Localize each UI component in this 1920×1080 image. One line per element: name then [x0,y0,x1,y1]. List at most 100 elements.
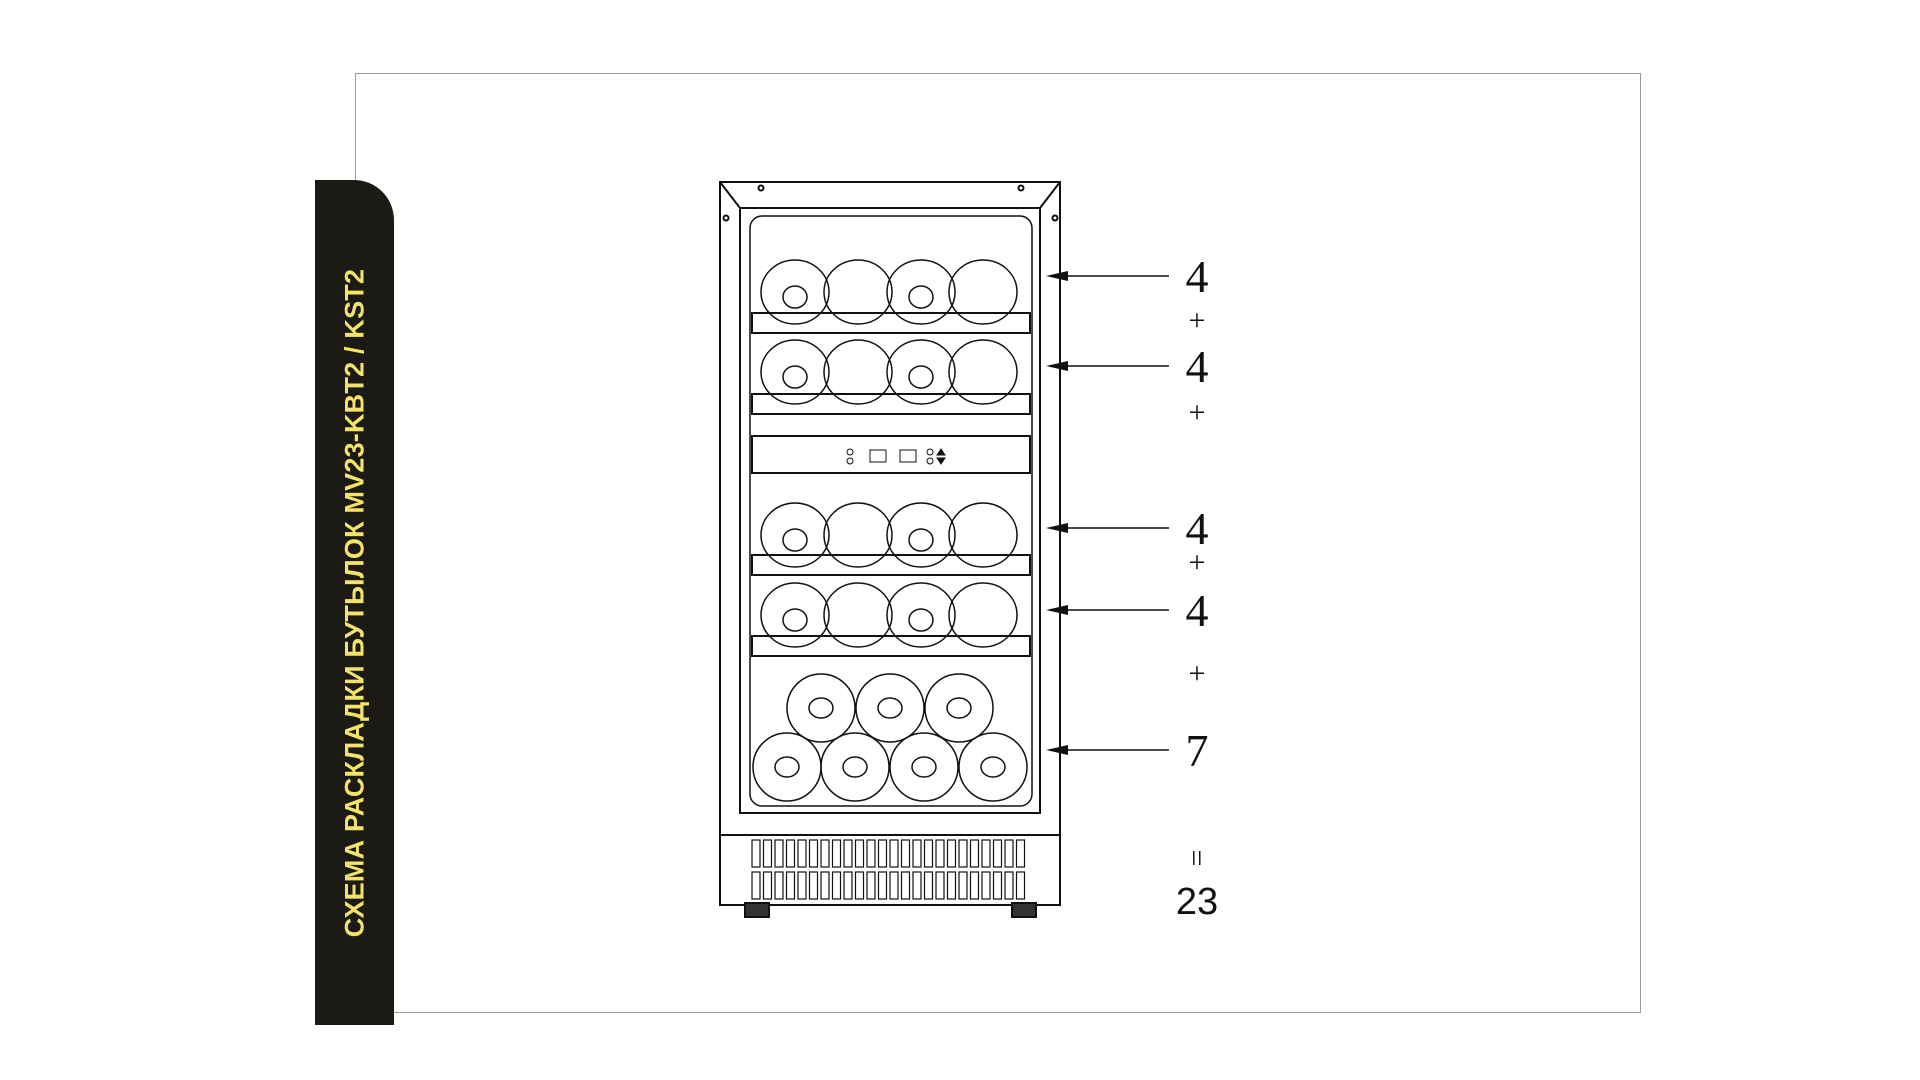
vent-slot [808,871,819,900]
vent-slot [751,871,761,900]
bottle [820,732,890,802]
vent-slot [1015,839,1026,868]
bottle [948,502,1018,568]
row-count: 7 [1186,725,1209,776]
vent-slot [912,871,922,900]
row-operator: + [1189,304,1206,337]
row-count: 4 [1186,341,1209,392]
bottle [948,339,1018,405]
vent-slot [820,871,830,900]
vent-slot [797,871,807,900]
glass-door [749,215,1033,807]
vent-slot [1004,871,1014,900]
bottle [752,732,822,802]
bottle [760,502,830,568]
vent-slot [935,871,945,900]
shelf [751,312,1031,334]
control-panel-buttons [846,448,946,465]
vent-slot [889,839,899,868]
shelf [751,554,1031,576]
bottle-neck [908,285,934,309]
bottle [924,673,994,743]
bottle [889,732,959,802]
bottle-neck [782,365,808,389]
bottle-neck [908,608,934,632]
arrow-head [1046,271,1068,281]
arrow-head [1046,605,1068,615]
vent-slot [808,839,819,868]
bottle [823,259,893,325]
foot-left [744,902,770,918]
bottle [760,339,830,405]
vent-slot [992,871,1003,900]
vent-slot [1004,839,1014,868]
vent-slot [900,839,911,868]
bottle-neck [908,528,934,552]
vent-slot [831,871,842,900]
bottle-neck [842,756,868,778]
bottle [886,502,956,568]
vent-slot [820,839,830,868]
bottle [760,582,830,648]
vent-slot [889,871,899,900]
bottle [948,259,1018,325]
arrow-head [1046,523,1068,533]
vent-slot [946,839,957,868]
row-operator: + [1189,396,1206,429]
bottle-neck [782,285,808,309]
vent-slot [900,871,911,900]
vent-slot [843,839,853,868]
shelf [751,635,1031,657]
bottle [786,673,856,743]
vent-slot [866,839,876,868]
vent-slot [958,839,968,868]
bottle [855,673,925,743]
vent-slot [774,871,784,900]
bottle-neck [877,697,903,719]
vent-slot [981,871,991,900]
bottle-neck [782,608,808,632]
shelf [751,393,1031,415]
vent-slot [774,839,784,868]
vent-slot [935,839,945,868]
row-operator: = [1180,850,1213,867]
vent-slot [854,839,865,868]
vent-slot [831,839,842,868]
vent-slot [785,839,796,868]
vent-slot [785,871,796,900]
vent-slot [958,871,968,900]
base-grille [719,834,1061,906]
bottle [823,339,893,405]
row-count: 4 [1186,251,1209,302]
vent-slot [923,871,934,900]
control-panel [751,435,1031,474]
row-count: 4 [1186,503,1209,554]
vent-slot [946,871,957,900]
bottle-neck [980,756,1006,778]
vent-slot [797,839,807,868]
bottle-neck [808,697,834,719]
bottle [886,582,956,648]
vent-slot [981,839,991,868]
vent-slot [923,839,934,868]
title-banner: СХЕМА РАСКЛАДКИ БУТЫЛОК MV23-KBT2 / KST2 [315,180,394,1025]
bottle-neck [782,528,808,552]
bottle [823,502,893,568]
vent-slot [1015,871,1026,900]
cabinet [719,181,1061,918]
vent-slot [969,871,980,900]
vent-slot [762,839,773,868]
vent-slot [751,839,761,868]
bottle [823,582,893,648]
arrow-head [1046,361,1068,371]
bottle-neck [908,365,934,389]
door-frame [739,207,1041,814]
bottle [958,732,1028,802]
foot-right [1011,902,1037,918]
vent-slot [762,871,773,900]
bottle [760,259,830,325]
vent-slot [912,839,922,868]
row-operator: + [1189,657,1206,690]
bottle-neck [774,756,800,778]
